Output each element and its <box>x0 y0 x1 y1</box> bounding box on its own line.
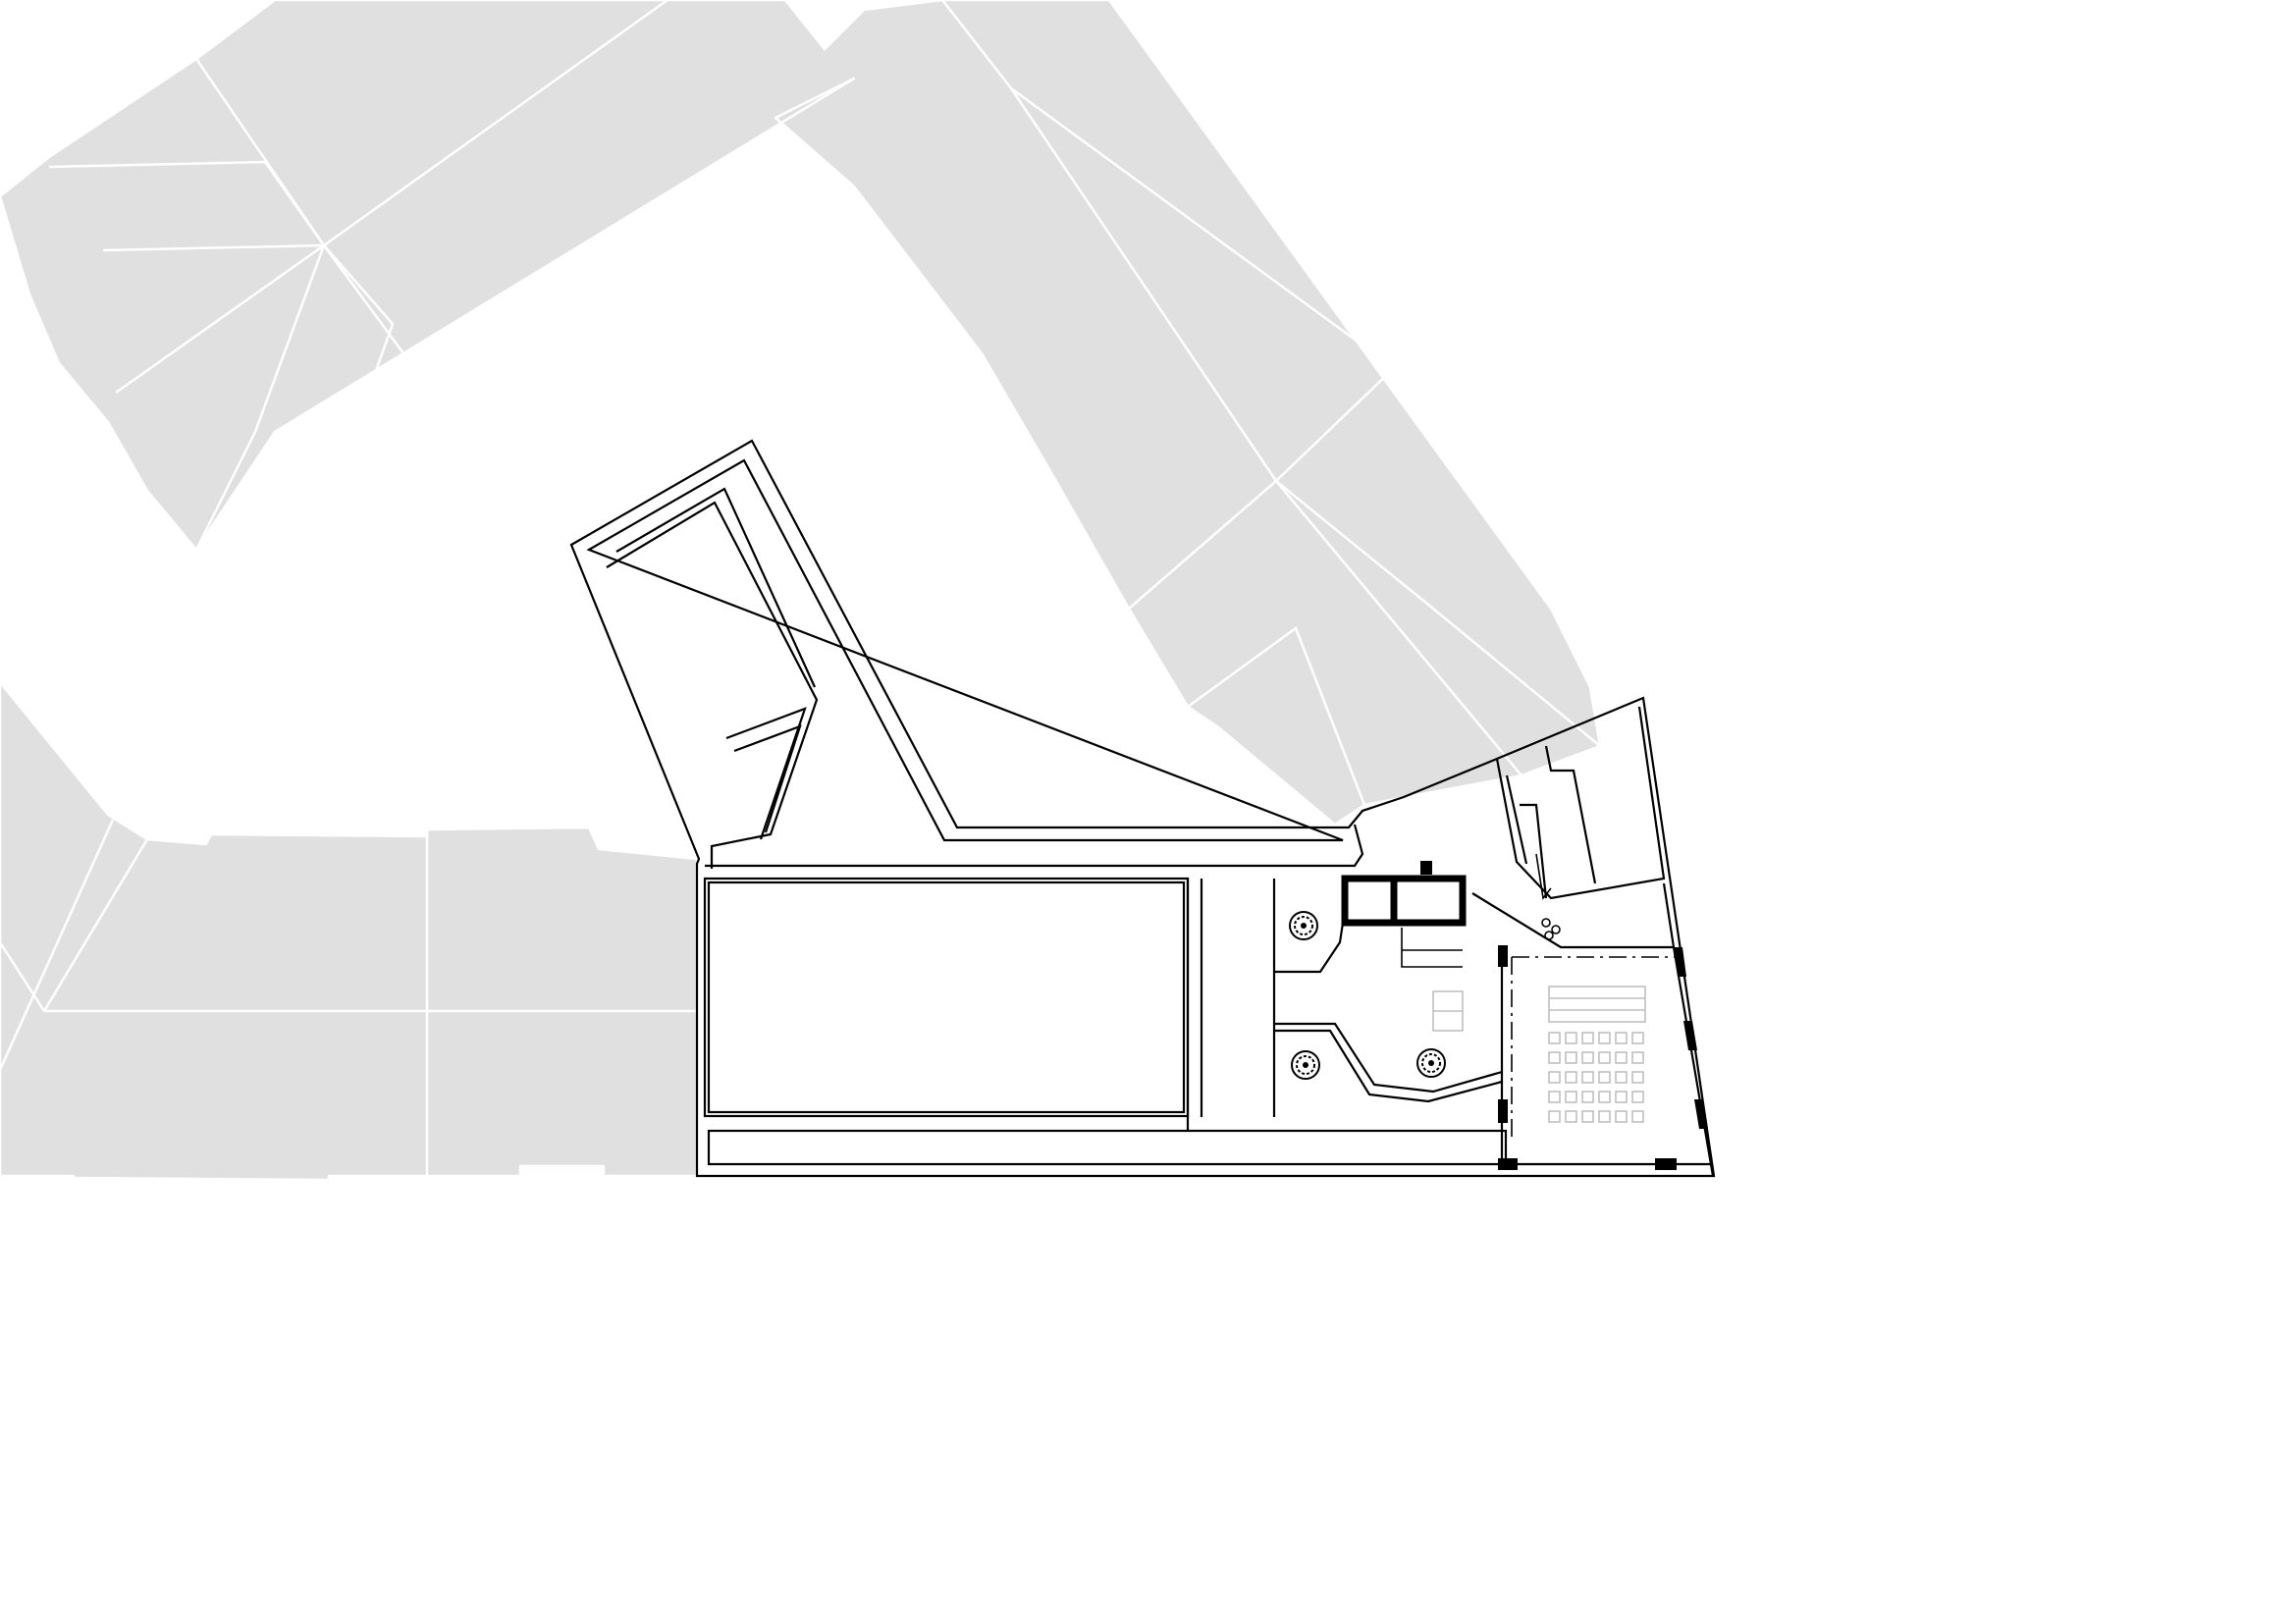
ne-room-wall-3 <box>1544 745 1597 884</box>
neighbour-block-southwest <box>0 680 699 1182</box>
pier <box>1498 945 1508 967</box>
ne-room-partition <box>1662 882 1676 948</box>
tree-icon <box>1416 1048 1446 1078</box>
seat <box>1615 1091 1628 1103</box>
lift-core-top <box>1420 861 1432 875</box>
neighbour-block-northwest <box>0 0 1602 827</box>
seat <box>1615 1110 1628 1123</box>
seating-grid <box>1548 1032 1644 1123</box>
pier <box>1498 1099 1508 1123</box>
seat <box>1598 1051 1611 1064</box>
ne-room-wall-2 <box>1505 774 1528 865</box>
seat <box>1581 1110 1594 1123</box>
courtyard-upper-edge <box>1274 879 1345 974</box>
seat <box>1631 1032 1644 1044</box>
pier <box>1655 1158 1677 1170</box>
seat <box>1631 1091 1644 1103</box>
seat <box>1598 1032 1611 1044</box>
building-outline <box>569 439 1716 1178</box>
seat <box>1565 1071 1577 1084</box>
seat <box>1548 1110 1561 1123</box>
planters <box>1289 911 1561 1080</box>
seat <box>1565 1110 1577 1123</box>
main-hall <box>703 877 1190 1118</box>
seat <box>1565 1091 1577 1103</box>
furniture <box>1432 986 1646 1123</box>
east-hall-east-wall <box>1672 946 1715 1177</box>
tree-icon <box>1289 911 1318 940</box>
south-corridor <box>707 1129 1508 1166</box>
seat <box>1598 1071 1611 1084</box>
ne-room-wall-4 <box>1520 803 1548 899</box>
tree-icon <box>1291 1050 1320 1080</box>
stage <box>1548 986 1646 1023</box>
north-wing-corridor-wall <box>606 501 819 869</box>
party-walls <box>0 819 697 1180</box>
lift-shaft <box>1341 875 1467 927</box>
courtyard-lower-edge <box>1274 1022 1503 1093</box>
pier <box>1498 1158 1518 1170</box>
main-hall-inner <box>707 880 1186 1114</box>
seat <box>1581 1091 1594 1103</box>
seat <box>1615 1051 1628 1064</box>
seat <box>1631 1051 1644 1064</box>
seat <box>1581 1051 1594 1064</box>
north-wing-corridor-wall-4 <box>733 724 802 833</box>
north-wing-corridor-wall-2 <box>615 487 817 688</box>
bollard-icons <box>1541 918 1561 940</box>
seat <box>1548 1051 1561 1064</box>
top-wall <box>705 824 1364 868</box>
seat <box>1631 1110 1644 1123</box>
structural-piers <box>1498 945 1708 1170</box>
core-stair <box>1401 928 1463 968</box>
ne-diagonal-wall <box>1471 892 1674 949</box>
roof-ridges <box>48 0 1601 806</box>
seat <box>1581 1032 1594 1044</box>
seat <box>1631 1071 1644 1084</box>
seat <box>1615 1032 1628 1044</box>
north-wing-corridor-wall-3 <box>725 707 807 840</box>
seat <box>1548 1091 1561 1103</box>
seat <box>1548 1071 1561 1084</box>
courtyard-lower-edge-2 <box>1274 1029 1503 1103</box>
pier <box>1694 1099 1708 1129</box>
ne-room-wall-1 <box>1495 706 1666 900</box>
neighbour-row-houses <box>0 680 699 1182</box>
seat <box>1565 1051 1577 1064</box>
seat <box>1598 1110 1611 1123</box>
seat <box>1565 1032 1577 1044</box>
seat <box>1548 1032 1561 1044</box>
seat <box>1615 1071 1628 1084</box>
north-wing-inner <box>586 458 1344 842</box>
pier <box>1674 947 1686 977</box>
lift-core <box>1341 861 1467 968</box>
pier <box>1683 1021 1697 1050</box>
seat <box>1598 1091 1611 1103</box>
seat <box>1581 1071 1594 1084</box>
stair-arrow <box>1535 853 1552 900</box>
